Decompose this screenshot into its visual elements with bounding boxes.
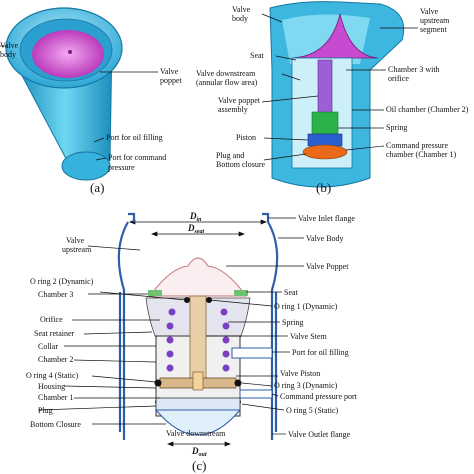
label-piston-b: Piston	[236, 133, 256, 142]
valve-body-3d	[5, 7, 123, 181]
label-upstream-b3: segment	[420, 25, 447, 34]
label-cmd-chamber-b2: chamber (Chamber 1)	[386, 150, 457, 159]
poppet-3d	[32, 30, 104, 78]
label-seat-b: Seat	[250, 51, 265, 60]
label-downstream-b1: Valve downstream	[196, 69, 256, 78]
label-spring-b: Spring	[386, 123, 407, 132]
label-outlet-flange: Valve Outlet flange	[288, 430, 351, 439]
label-seat-c: Seat	[284, 288, 299, 297]
seat-left	[148, 290, 162, 296]
valve-cutaway-3d	[269, 1, 405, 188]
panel-c: Din Dseat Dout	[26, 211, 358, 473]
oil-port	[231, 347, 273, 359]
label-orifice: Orifice	[40, 315, 63, 324]
label-collar: Collar	[38, 342, 58, 351]
label-stem-c: Valve Stem	[290, 332, 327, 341]
label-valve-body-c: Valve Body	[306, 234, 344, 243]
left-leaders	[37, 245, 187, 425]
label-port-oil-c: Port for oil filling	[292, 348, 349, 357]
label-upstream-c1: Valve	[66, 236, 85, 245]
label-oring3: O ring 3 (Dynamic)	[274, 381, 338, 390]
spring-cutaway	[311, 111, 339, 135]
label-downstream-b2: (annular flow area)	[196, 78, 258, 87]
label-cmd-chamber-b1: Command pressure	[386, 141, 448, 150]
label-valve-body-b1: Valve	[232, 5, 251, 14]
label-chamber1-c: Chamber 1	[38, 393, 73, 402]
label-valve-body-b2: body	[232, 14, 248, 23]
label-piston-c: Valve Piston	[280, 369, 320, 378]
label-valve-body-a2: body	[0, 50, 16, 59]
label-oring4: O ring 4 (Static)	[26, 371, 79, 380]
seat-right	[234, 290, 248, 296]
label-chamber2-c: Chamber 2	[38, 355, 73, 364]
dim-d-out: Dout	[191, 446, 207, 458]
caption-a: (a)	[90, 180, 104, 195]
label-plug-b1: Plug and	[216, 151, 244, 160]
label-port-cmd-a1: Port for command	[108, 153, 166, 162]
label-bottom-closure: Bottom Closure	[30, 420, 81, 429]
plug-cutaway	[302, 144, 348, 160]
label-inlet-flange: Valve Inlet flange	[298, 214, 355, 223]
label-upstream-b1: Valve	[420, 7, 439, 16]
label-oil-chamber-b: Oil chamber (Chamber 2)	[386, 105, 469, 114]
label-valve-poppet-a1: Valve	[160, 67, 179, 76]
label-oring2: O ring 2 (Dynamic)	[30, 277, 94, 286]
poppet-section	[149, 257, 247, 297]
caption-b: (b)	[316, 180, 331, 195]
label-upstream-b2: upstream	[420, 16, 450, 25]
plug-section	[155, 397, 241, 411]
label-upstream-c2: upstream	[62, 245, 92, 254]
spring-coils	[166, 308, 230, 372]
dim-d-in: Din	[189, 211, 202, 223]
label-plug-b2: Bottom closure	[216, 160, 266, 169]
piston-cutaway	[307, 133, 343, 147]
label-seat-retainer: Seat retainer	[34, 329, 75, 338]
right-leaders	[206, 217, 304, 435]
cmd-port	[239, 389, 273, 399]
label-port-cmd-a2: pressure	[108, 163, 135, 172]
label-chamber3-b2: orifice	[388, 74, 409, 83]
label-poppet-c: Valve Poppet	[306, 262, 349, 271]
dim-d-seat: Dseat	[187, 223, 204, 235]
label-oring1: O ring 1 (Dynamic)	[274, 302, 338, 311]
caption-c: (c)	[192, 458, 206, 473]
label-plug-c: Plug	[38, 406, 53, 415]
label-chamber3-b1: Chamber 3 with	[388, 65, 440, 74]
label-poppet-asm-b2: assembly	[218, 105, 248, 114]
panel-a: Valve body Valve poppet Port for oil fil…	[0, 7, 183, 195]
label-downstream-c: Valve downstream	[166, 429, 226, 438]
label-cmd-port: Command pressure port	[280, 392, 358, 401]
dimension-lines	[129, 219, 267, 447]
label-spring-c: Spring	[282, 318, 303, 327]
label-port-oil-a: Port for oil filling	[106, 133, 163, 142]
stem-cutaway	[317, 59, 333, 121]
label-valve-poppet-a2: poppet	[160, 76, 183, 85]
stem-section	[189, 295, 207, 383]
poppet-cutaway	[291, 13, 379, 59]
label-housing: Housing	[38, 382, 65, 391]
bottom-closure-section	[154, 409, 242, 436]
panel-b: Valve body Valve upstream segment Seat V…	[196, 1, 469, 195]
label-chamber3-c: Chamber 3	[38, 290, 73, 299]
label-valve-body-a1: Valve	[0, 41, 19, 50]
label-poppet-asm-b1: Valve poppet	[218, 96, 261, 105]
label-oring5: O ring 5 (Static)	[286, 406, 339, 415]
